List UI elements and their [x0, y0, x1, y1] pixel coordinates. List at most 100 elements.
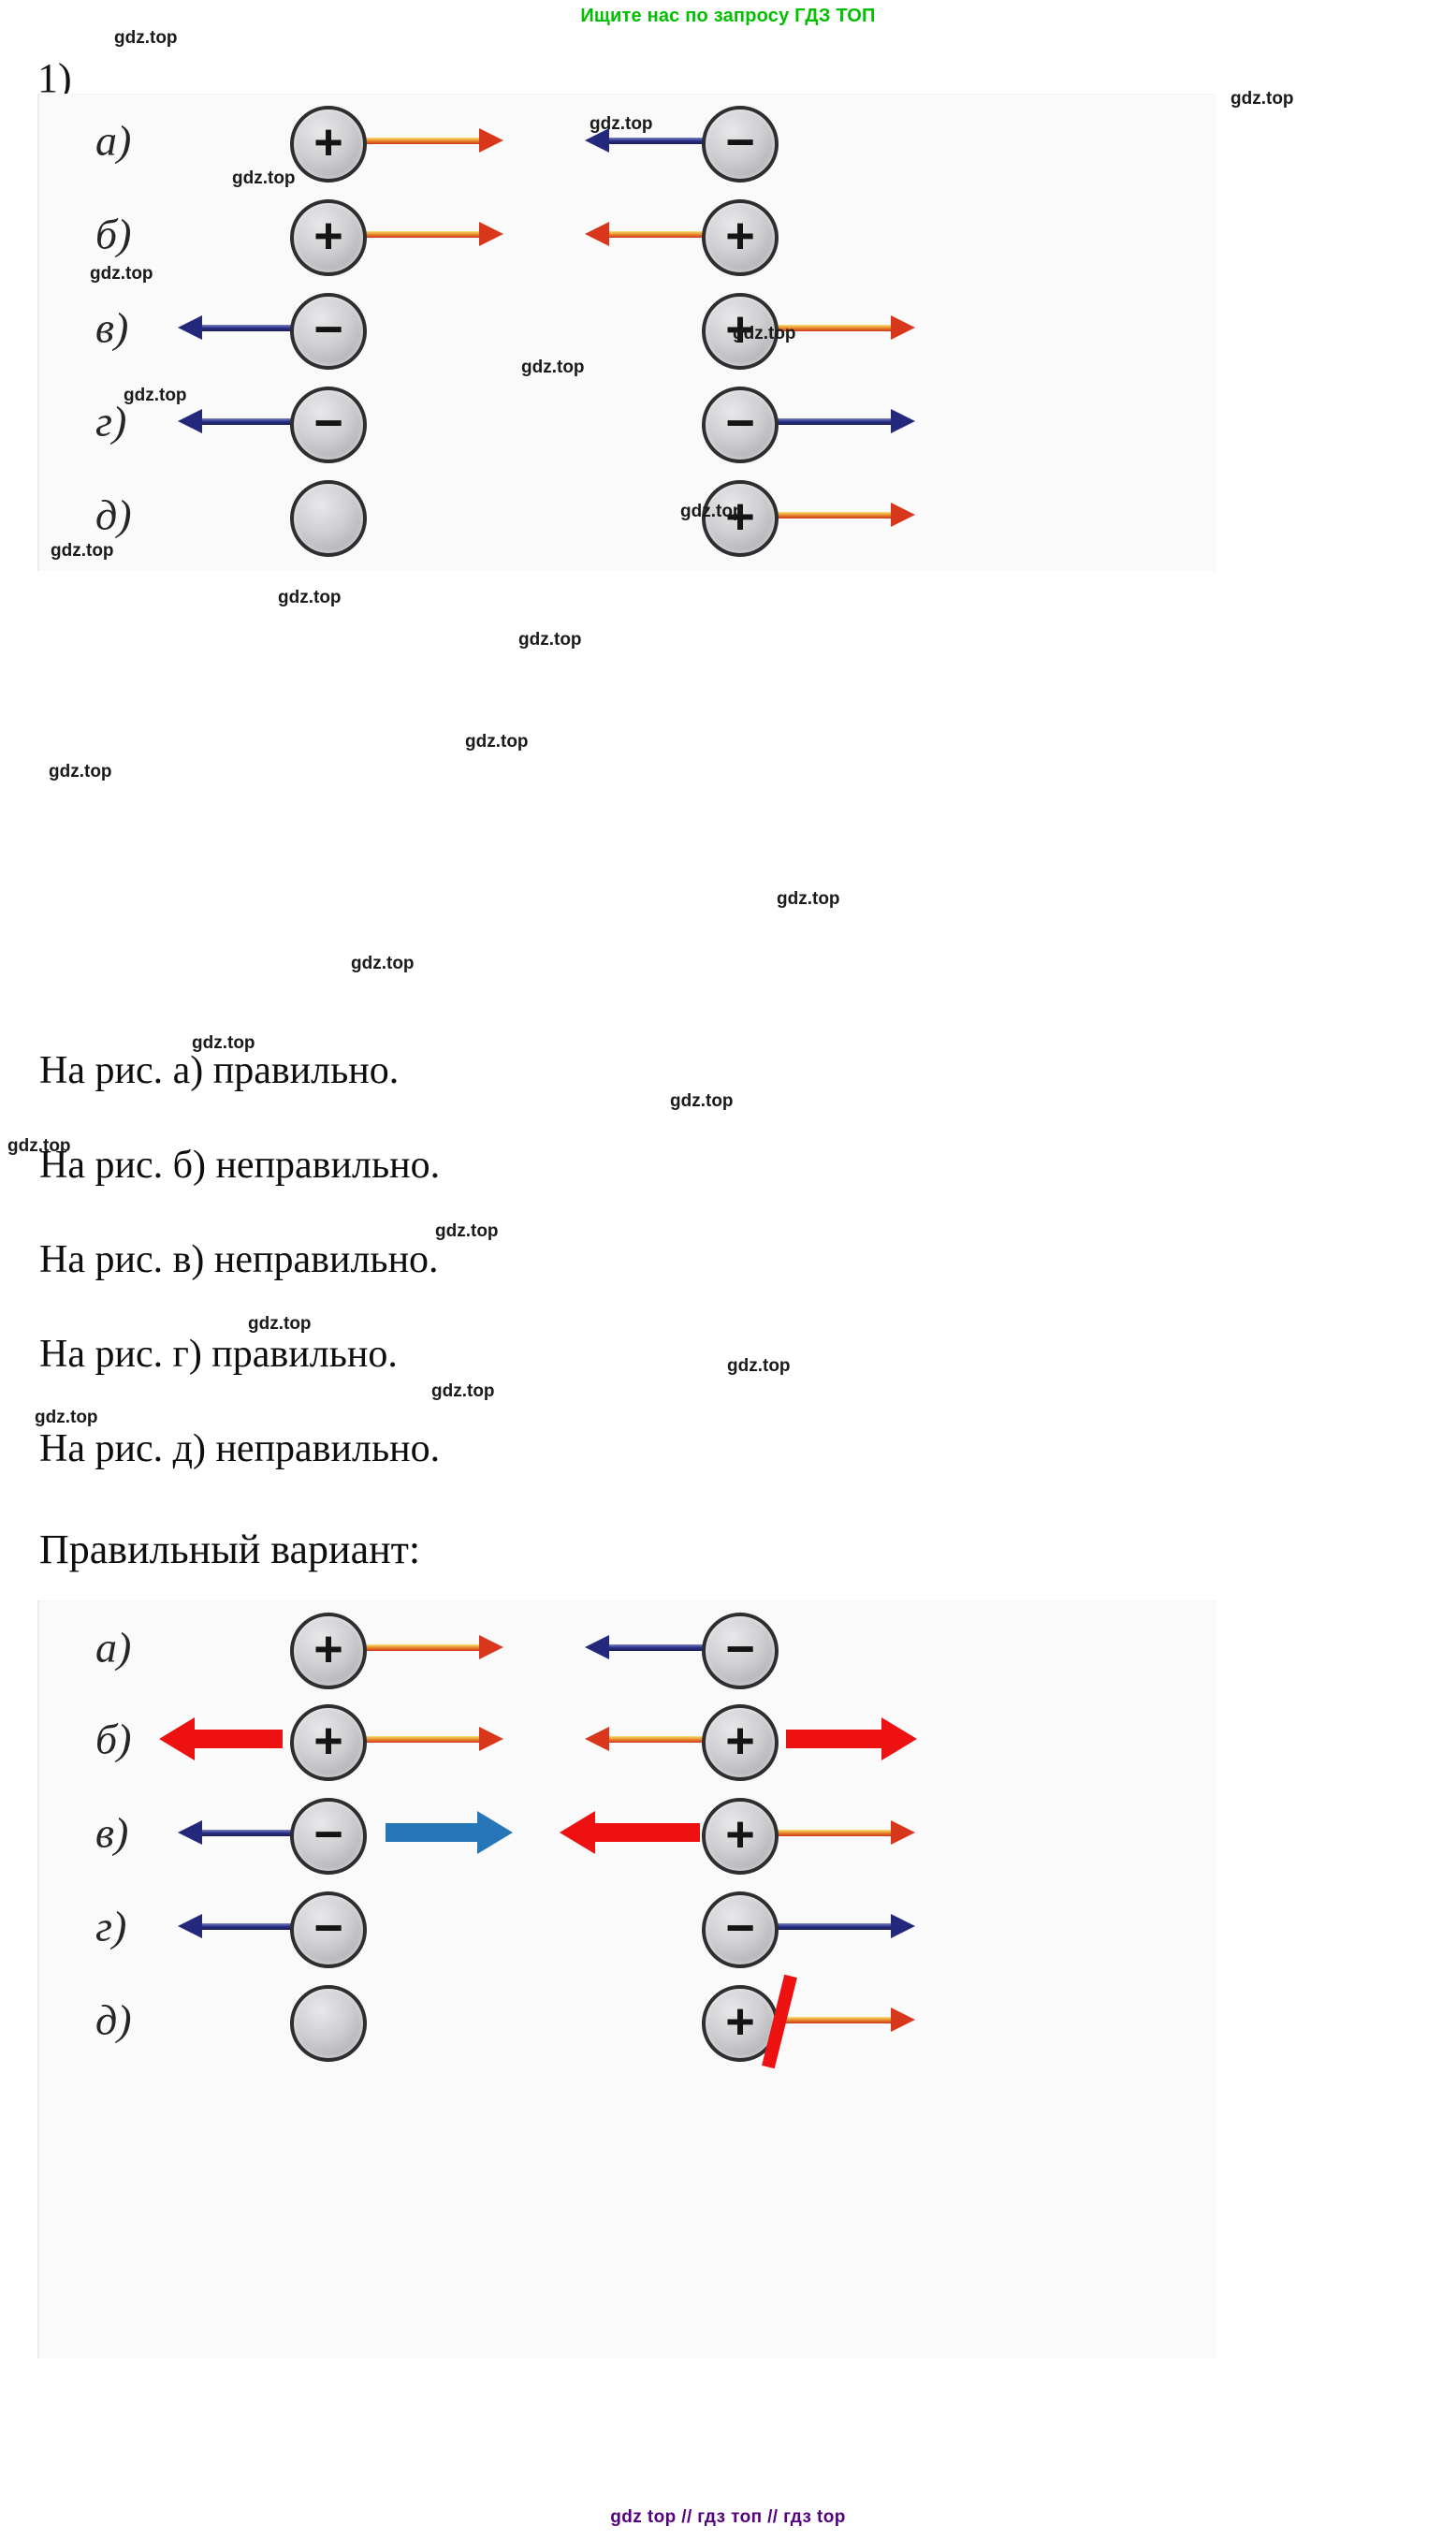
top-promo-banner: Ищите нас по запросу ГДЗ ТОП: [580, 6, 876, 26]
arrow-shaft: [363, 137, 485, 144]
figure-row: г)−−: [37, 1879, 1216, 1973]
watermark: gdz.top: [232, 168, 296, 188]
charge-ball-right: +: [702, 293, 779, 370]
arrow-head: [560, 1811, 595, 1854]
figure-row-label: д): [95, 490, 132, 539]
bottom-promo-banner: gdz top // гдз топ // гдз top: [610, 2507, 846, 2527]
answer-line-a: На рис. а) правильно.: [39, 1049, 400, 1092]
arrow-shaft: [775, 1829, 896, 1836]
force-arrow-blue-left-icon: [178, 409, 292, 433]
arrow-head: [891, 1820, 915, 1845]
charge-sign: [294, 1989, 363, 2058]
arrow-shaft: [197, 324, 292, 331]
charge-sign: +: [725, 1713, 755, 1769]
watermark: gdz.top: [90, 264, 153, 284]
watermark: gdz.top: [680, 502, 744, 521]
watermark: gdz.top: [435, 1221, 499, 1241]
force-arrow-blue-left-icon: [585, 128, 705, 153]
force-arrow-orange-right-icon: [363, 1727, 503, 1751]
arrow-head: [479, 1635, 503, 1659]
arrow-head: [585, 128, 609, 153]
charge-sign: −: [313, 1806, 343, 1862]
answer-line-b: На рис. б) неправильно.: [39, 1144, 441, 1187]
force-arrow-orange-left-icon: [585, 1727, 705, 1751]
watermark: gdz.top: [114, 28, 178, 48]
watermark: gdz.top: [518, 630, 582, 650]
watermark: gdz.top: [777, 889, 840, 909]
arrow-head: [891, 315, 915, 340]
force-arrow-blue-right-icon: [775, 409, 915, 433]
charge-sign: −: [313, 1900, 343, 1956]
figure-row-label: в): [95, 1808, 129, 1857]
watermark: gdz.top: [590, 114, 653, 134]
charge-sign: +: [725, 489, 755, 545]
arrow-head: [178, 409, 202, 433]
figure-row-label: г): [95, 397, 127, 445]
arrow-shaft: [363, 1643, 485, 1651]
watermark: gdz.top: [248, 1314, 312, 1334]
charge-ball-left: +: [290, 1613, 367, 1689]
watermark: gdz.top: [670, 1091, 734, 1111]
charge-sign: +: [313, 208, 343, 264]
annotation-arrow-blue-right-icon: [386, 1811, 513, 1854]
arrow-shaft: [775, 417, 896, 425]
watermark: gdz.top: [51, 541, 114, 561]
annotation-arrow-red-left-icon: [560, 1811, 700, 1854]
arrow-head: [178, 315, 202, 340]
figure-row-label: в): [95, 303, 129, 352]
arrow-head: [479, 222, 503, 246]
force-arrow-blue-right-icon: [775, 1914, 915, 1938]
arrow-shaft: [593, 1823, 700, 1842]
watermark: gdz.top: [351, 954, 415, 973]
figure-row: а) + −: [37, 94, 1216, 187]
task-number: 1): [37, 55, 72, 101]
force-arrow-orange-right-icon: [363, 222, 503, 246]
figure-row: д) +: [37, 1973, 1216, 2069]
figure-row-label: б): [95, 210, 132, 258]
figure-row: б) + +: [37, 1692, 1216, 1786]
arrow-shaft: [363, 1735, 485, 1743]
charge-ball-left: [290, 480, 367, 557]
force-arrow-orange-right-icon: [363, 128, 503, 153]
charge-sign: +: [725, 1806, 755, 1862]
arrow-shaft: [197, 1829, 292, 1836]
charge-sign: −: [725, 114, 755, 170]
charge-ball-right: +: [702, 1798, 779, 1875]
charge-sign: +: [725, 208, 755, 264]
figure-row: б) + +: [37, 187, 1216, 281]
arrow-head: [585, 1635, 609, 1659]
force-arrow-blue-left-icon: [178, 1914, 292, 1938]
charge-ball-left: −: [290, 1798, 367, 1875]
charge-ball-left: +: [290, 106, 367, 183]
force-arrow-orange-left-icon: [585, 222, 705, 246]
charge-sign: −: [725, 1621, 755, 1677]
charge-sign: +: [725, 1993, 755, 2050]
answer-line-g: На рис. г) правильно.: [39, 1333, 398, 1376]
charge-ball-left: −: [290, 293, 367, 370]
force-arrow-orange-right-icon: [775, 1820, 915, 1845]
arrow-head: [585, 1727, 609, 1751]
charge-ball-left: +: [290, 199, 367, 276]
charge-ball-right: −: [702, 1891, 779, 1968]
arrow-shaft: [786, 1730, 883, 1748]
figure-row-label: а): [95, 116, 132, 165]
arrow-head: [178, 1914, 202, 1938]
figure-row: в) − +: [37, 281, 1216, 374]
charge-sign: +: [313, 114, 343, 170]
charge-sign: −: [313, 301, 343, 358]
force-arrow-orange-right-icon: [363, 1635, 503, 1659]
figure-row-label: а): [95, 1623, 132, 1672]
watermark: gdz.top: [124, 386, 187, 405]
charge-sign: +: [313, 1713, 343, 1769]
force-arrow-blue-left-icon: [178, 315, 292, 340]
charge-sign: −: [313, 395, 343, 451]
figure-row-label: д): [95, 1995, 132, 2044]
arrow-shaft: [386, 1823, 479, 1842]
charge-sign: [294, 484, 363, 553]
figure-row-label: б): [95, 1715, 132, 1763]
answer-line-d: На рис. д) неправильно.: [39, 1427, 441, 1470]
figure-row: д) +: [37, 468, 1216, 562]
charge-ball-right: +: [702, 199, 779, 276]
arrow-head: [178, 1820, 202, 1845]
watermark: gdz.top: [49, 762, 112, 781]
